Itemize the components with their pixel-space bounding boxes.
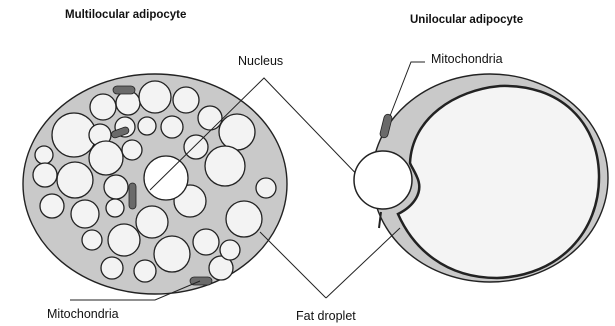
fat-droplet bbox=[116, 91, 140, 115]
fat-droplet bbox=[134, 260, 156, 282]
fat-droplet bbox=[82, 230, 102, 250]
fat-droplet bbox=[256, 178, 276, 198]
fat-droplet bbox=[219, 114, 255, 150]
fat-droplet bbox=[106, 199, 124, 217]
fat-droplet bbox=[35, 146, 53, 164]
mitochondrion bbox=[129, 183, 136, 209]
fat-droplet bbox=[33, 163, 57, 187]
nucleus-label: Nucleus bbox=[238, 54, 283, 68]
nucleus-multilocular bbox=[144, 156, 188, 200]
fat-droplet bbox=[122, 140, 142, 160]
unilocular-adipocyte bbox=[326, 62, 608, 298]
fat-droplet bbox=[193, 229, 219, 255]
fat-droplet bbox=[198, 106, 222, 130]
mitochondria-label-left: Mitochondria bbox=[47, 307, 119, 321]
fat-droplet bbox=[220, 240, 240, 260]
unilocular-title: Unilocular adipocyte bbox=[410, 14, 523, 26]
fat-droplet bbox=[138, 117, 156, 135]
fat-droplet bbox=[136, 206, 168, 238]
fat-droplet bbox=[205, 146, 245, 186]
multilocular-title: Multilocular adipocyte bbox=[65, 9, 186, 21]
fat-droplet bbox=[139, 81, 171, 113]
fat-droplet bbox=[89, 141, 123, 175]
fat-droplet bbox=[108, 224, 140, 256]
multilocular-adipocyte bbox=[23, 74, 366, 300]
fat-droplet bbox=[71, 200, 99, 228]
fat-droplet bbox=[57, 162, 93, 198]
fat-droplet bbox=[226, 201, 262, 237]
nucleus-unilocular bbox=[354, 151, 412, 209]
fat-droplet bbox=[101, 257, 123, 279]
fat-droplet bbox=[104, 175, 128, 199]
fat-droplet bbox=[40, 194, 64, 218]
fat-droplet bbox=[90, 94, 116, 120]
fat-droplet bbox=[184, 135, 208, 159]
fat-droplet bbox=[173, 87, 199, 113]
mitochondria-label-right: Mitochondria bbox=[431, 52, 503, 66]
fat-droplet bbox=[154, 236, 190, 272]
fat-droplet-label: Fat droplet bbox=[296, 309, 356, 323]
fat-droplet bbox=[161, 116, 183, 138]
mitochondrion bbox=[113, 86, 135, 94]
